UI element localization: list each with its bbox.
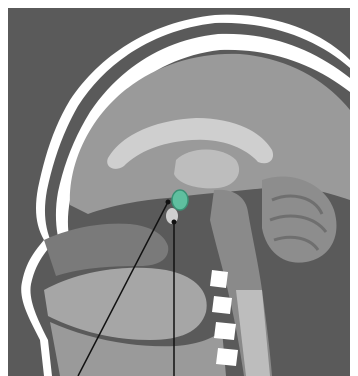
pituitary-gland-highlight [172,190,188,210]
thalamus [174,150,239,189]
pointer-dot-1 [166,200,171,205]
pointer-dot-2 [172,220,177,225]
